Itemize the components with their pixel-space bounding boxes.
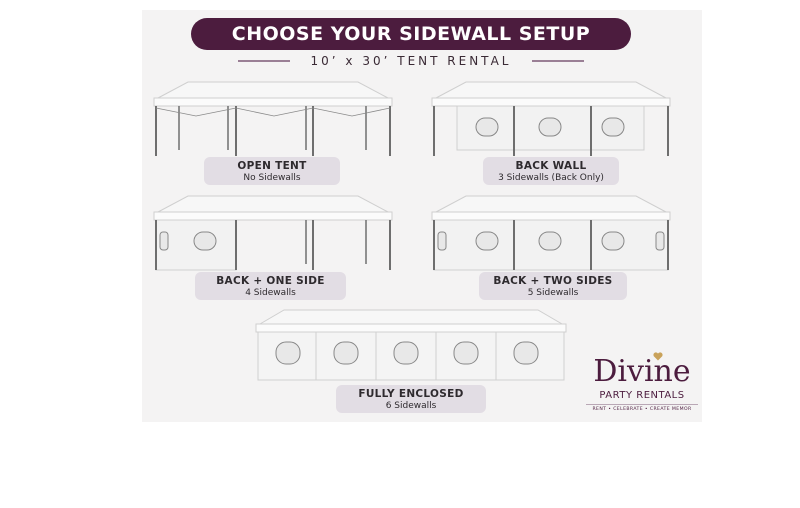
option-fully-enclosed: FULLY ENCLOSED 6 Sidewalls <box>336 385 486 413</box>
option-back-one-side: BACK + ONE SIDE 4 Sidewalls <box>195 272 346 300</box>
heart-icon <box>653 352 663 361</box>
option-open-tent: OPEN TENT No Sidewalls <box>204 157 340 185</box>
logo-tagline: RENT • CELEBRATE • CREATE MEMOR <box>592 407 692 412</box>
logo-divider <box>586 404 698 405</box>
option-back-two-sides: BACK + TWO SIDES 5 Sidewalls <box>479 272 627 300</box>
option-back-wall: BACK WALL 3 Sidewalls (Back Only) <box>483 157 619 185</box>
option-desc: No Sidewalls <box>243 172 301 183</box>
subtitle-row: 10’ x 30’ TENT RENTAL <box>238 52 584 70</box>
option-name: BACK + ONE SIDE <box>216 274 325 287</box>
option-name: BACK WALL <box>515 159 587 172</box>
tent-open-image <box>153 81 393 156</box>
page-subtitle: 10’ x 30’ TENT RENTAL <box>310 54 512 68</box>
subtitle-divider-left <box>238 60 290 62</box>
option-name: OPEN TENT <box>237 159 307 172</box>
tent-fully-enclosed-image <box>255 309 567 381</box>
option-name: FULLY ENCLOSED <box>358 387 464 400</box>
option-desc: 5 Sidewalls <box>527 287 579 298</box>
tent-back-one-side-image <box>153 195 393 271</box>
page-title: CHOOSE YOUR SIDEWALL SETUP <box>191 18 631 50</box>
option-desc: 6 Sidewalls <box>385 400 437 411</box>
tent-back-two-sides-image <box>431 195 671 271</box>
logo-subtitle: PARTY RENTALS <box>599 390 685 401</box>
option-desc: 4 Sidewalls <box>245 287 296 298</box>
subtitle-divider-right <box>532 60 584 62</box>
option-desc: 3 Sidewalls (Back Only) <box>498 172 604 183</box>
tent-back-wall-image <box>431 81 671 156</box>
logo-wordmark: Divine <box>593 354 691 389</box>
brand-logo: Divine PARTY RENTALS RENT • CELEBRATE • … <box>584 350 700 420</box>
option-name: BACK + TWO SIDES <box>493 274 613 287</box>
